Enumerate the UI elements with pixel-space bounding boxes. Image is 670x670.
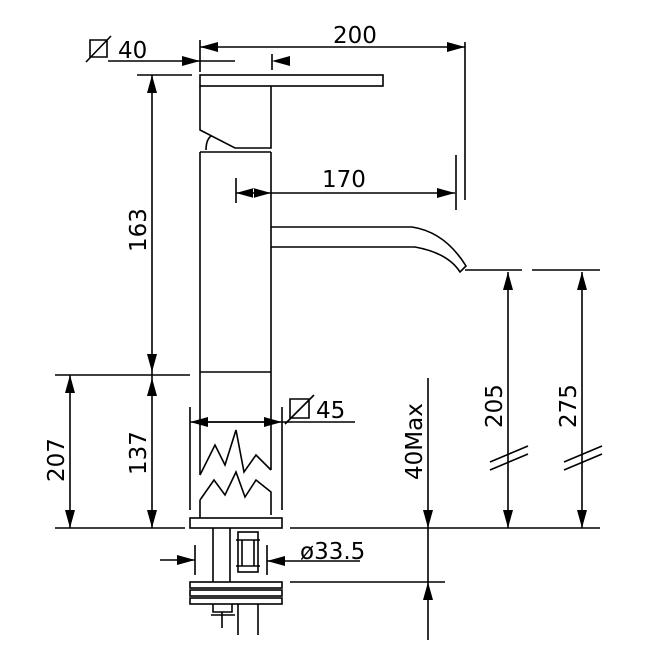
cartridge-housing (199, 86, 272, 149)
washer (189, 597, 283, 605)
lever (199, 74, 384, 87)
washer (189, 589, 283, 597)
label-body-diameter: 45 (316, 398, 345, 424)
label-spout-reach: 170 (322, 167, 366, 193)
diameter-symbol-icon (85, 35, 112, 63)
diameter-symbol-icon (284, 394, 315, 425)
mounting-rods (212, 528, 231, 582)
label-total-depth: 200 (333, 23, 377, 49)
base-plate (189, 517, 283, 529)
label-upper-height: 163 (126, 208, 152, 252)
dimension-lines (55, 35, 603, 640)
fixing-nut (211, 604, 259, 635)
label-body-height: 137 (126, 431, 152, 475)
hose-connector (237, 531, 259, 573)
label-lever-diameter: 40 (118, 38, 147, 64)
label-spout-clearance: 205 (482, 384, 508, 428)
dimension-labels: 40 200 170 45 ø33.5 163 137 207 40Max 20… (44, 23, 582, 565)
break-line (199, 429, 272, 518)
label-lower-height: 207 (44, 438, 70, 482)
label-thread-diameter: ø33.5 (300, 539, 365, 565)
label-max-thickness: 40Max (402, 403, 428, 480)
spout (271, 226, 468, 274)
label-total-height: 275 (556, 384, 582, 428)
washer (189, 581, 283, 589)
